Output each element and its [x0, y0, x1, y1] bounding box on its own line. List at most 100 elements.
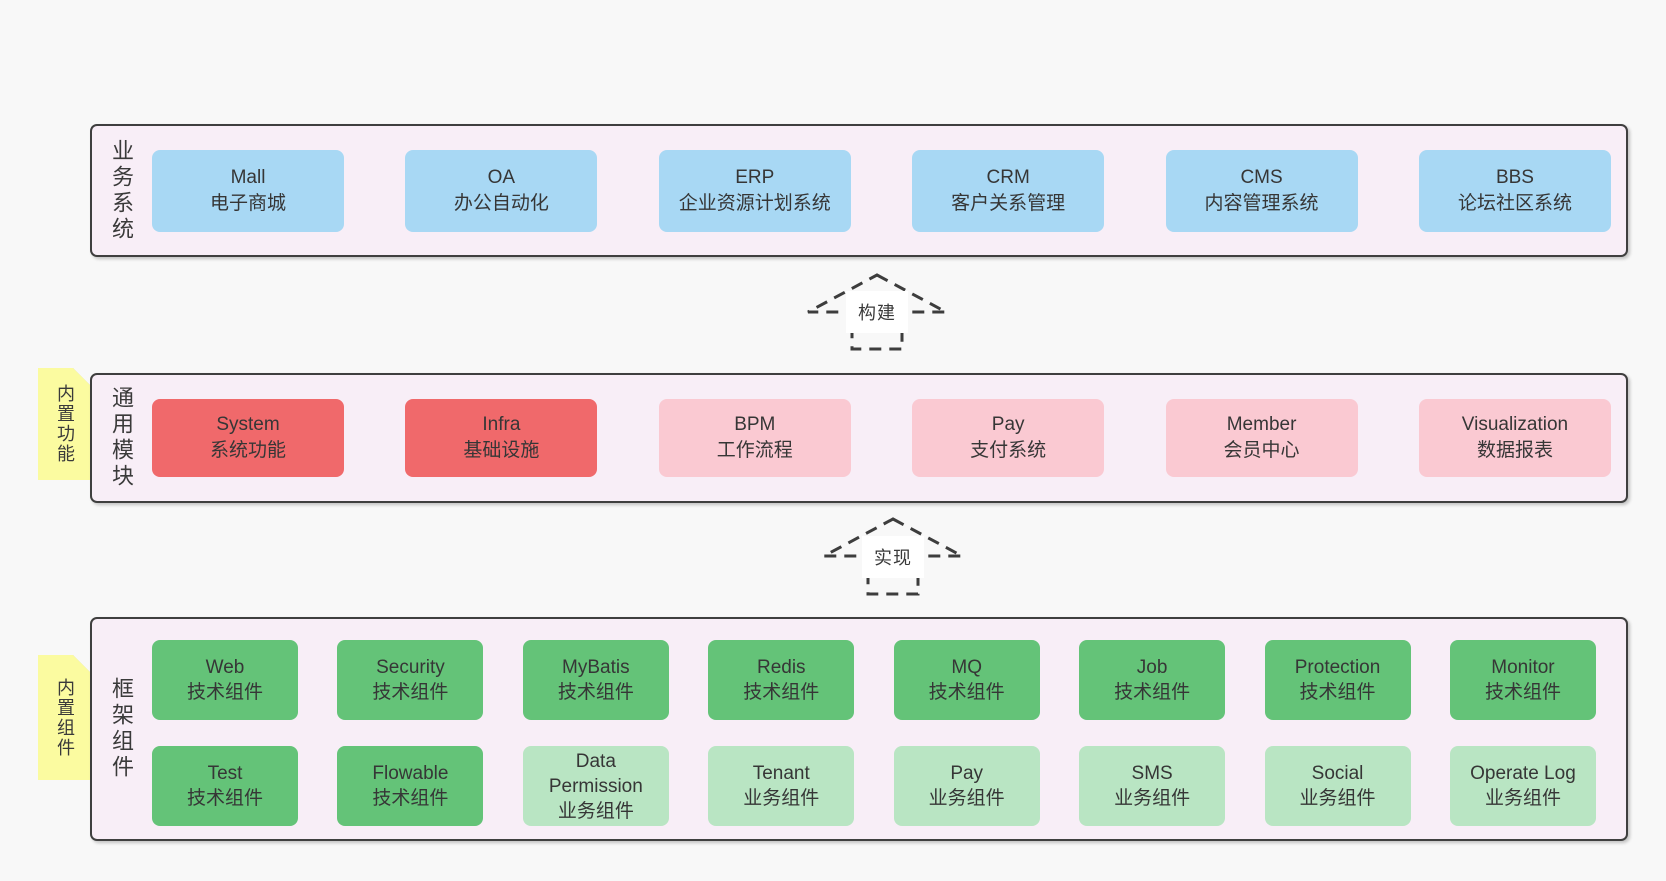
- box-subtitle: 技术组件: [557, 682, 634, 703]
- box-subtitle: 业务组件: [1484, 788, 1561, 809]
- box-erp: ERP 企业资源计划系统: [658, 149, 851, 232]
- box-title: MyBatis: [562, 657, 630, 678]
- box-infra: Infra 基础设施: [405, 399, 598, 477]
- box-subtitle: 支付系统: [970, 440, 1047, 461]
- box-title: SMS: [1131, 763, 1173, 784]
- box-subtitle: 论坛社区系统: [1457, 192, 1572, 214]
- box-subtitle: 技术组件: [1484, 682, 1561, 703]
- box-subtitle: 企业资源计划系统: [678, 192, 831, 214]
- box-member: Member 会员中心: [1165, 399, 1358, 477]
- box-pay: Pay 支付系统: [912, 399, 1105, 477]
- box-test: Test 技术组件: [152, 746, 298, 826]
- box-subtitle: 办公自动化: [453, 192, 549, 214]
- dashed-up-arrow-icon: [807, 273, 947, 351]
- arrow-label-implement: 实现: [862, 536, 924, 578]
- box-subtitle: 内容管理系统: [1204, 192, 1319, 214]
- box-title: Protection: [1294, 657, 1381, 678]
- box-title: Job: [1136, 657, 1168, 678]
- box-title: Flowable: [372, 763, 449, 784]
- box-mybatis: MyBatis 技术组件: [522, 640, 669, 720]
- box-title: MQ: [951, 657, 982, 678]
- components-row-2: Test 技术组件 Flowable 技术组件 Data Permission …: [152, 746, 1596, 826]
- box-subtitle: 客户关系管理: [951, 192, 1066, 214]
- box-title: CRM: [986, 166, 1030, 188]
- sticky-note-label: 内置组件: [55, 677, 75, 758]
- box-title: Infra: [482, 414, 521, 435]
- layer-label-business-systems: 业务系统: [109, 138, 134, 243]
- dashed-up-arrow-icon: [823, 517, 963, 596]
- box-subtitle: 业务组件: [928, 788, 1005, 809]
- layer-framework-components: 框架组件 Web 技术组件 Security 技术组件 MyBatis 技术组件…: [90, 617, 1628, 841]
- box-title: Pay: [950, 763, 984, 784]
- box-title: Mall: [230, 166, 266, 188]
- sticky-note-label: 内置功能: [55, 384, 75, 464]
- box-title: BPM: [734, 414, 776, 435]
- box-web: Web 技术组件: [152, 640, 298, 720]
- box-title: Operate Log: [1470, 763, 1576, 784]
- layer-common-modules: 通用模块 System 系统功能 Infra 基础设施 BPM 工作流程 Pay…: [90, 373, 1628, 503]
- box-title: CMS: [1240, 166, 1283, 188]
- box-subtitle: 业务组件: [1114, 788, 1191, 809]
- box-flowable: Flowable 技术组件: [337, 746, 484, 826]
- box-subtitle: 技术组件: [186, 788, 263, 809]
- box-monitor: Monitor 技术组件: [1449, 640, 1596, 720]
- box-title: Test: [207, 763, 243, 784]
- box-operate-log: Operate Log 业务组件: [1449, 746, 1596, 826]
- box-tenant: Tenant 业务组件: [708, 746, 855, 826]
- box-system: System 系统功能: [152, 399, 344, 477]
- box-title: Pay: [991, 414, 1025, 435]
- box-title: OA: [487, 166, 516, 188]
- box-security: Security 技术组件: [337, 640, 484, 720]
- layer-business-systems: 业务系统 Mall 电子商城 OA 办公自动化 ERP 企业资源计划系统 CRM…: [90, 124, 1628, 257]
- components-row-1: Web 技术组件 Security 技术组件 MyBatis 技术组件 Redi…: [152, 640, 1596, 720]
- box-social: Social 业务组件: [1264, 746, 1411, 826]
- box-title: ERP: [735, 166, 775, 188]
- box-title: Social: [1311, 763, 1364, 784]
- layer-label-framework-components: 框架组件: [109, 677, 134, 781]
- box-subtitle: 技术组件: [1299, 682, 1376, 703]
- box-bbs: BBS 论坛社区系统: [1418, 149, 1611, 232]
- box-bpm: BPM 工作流程: [658, 399, 851, 477]
- common-modules-row: System 系统功能 Infra 基础设施 BPM 工作流程 Pay 支付系统…: [152, 375, 1611, 501]
- box-subtitle: 技术组件: [928, 682, 1005, 703]
- box-title: Security: [376, 657, 445, 678]
- box-subtitle: 技术组件: [743, 682, 820, 703]
- box-cms: CMS 内容管理系统: [1165, 149, 1358, 232]
- box-title: BBS: [1495, 166, 1534, 188]
- box-data-permission: Data Permission 业务组件: [522, 746, 669, 826]
- box-title: Web: [205, 657, 245, 678]
- arrow-label-build: 构建: [846, 291, 908, 333]
- box-protection: Protection 技术组件: [1264, 640, 1411, 720]
- box-subtitle: 业务组件: [743, 788, 820, 809]
- sticky-note-builtin-features: 内置功能: [38, 368, 92, 480]
- box-title: Data Permission: [548, 750, 643, 797]
- sticky-note-builtin-components: 内置组件: [38, 655, 92, 780]
- box-subtitle: 技术组件: [372, 788, 449, 809]
- box-crm: CRM 客户关系管理: [912, 149, 1105, 232]
- box-title: Redis: [756, 657, 806, 678]
- box-oa: OA 办公自动化: [405, 149, 598, 232]
- box-subtitle: 技术组件: [1114, 682, 1191, 703]
- box-mall: Mall 电子商城: [152, 149, 344, 232]
- layer-label-common-modules: 通用模块: [109, 386, 134, 490]
- box-job: Job 技术组件: [1079, 640, 1226, 720]
- box-subtitle: 数据报表: [1476, 440, 1553, 461]
- box-title: Visualization: [1461, 414, 1569, 435]
- box-title: Monitor: [1491, 657, 1555, 678]
- box-subtitle: 业务组件: [1299, 788, 1376, 809]
- box-subtitle: 技术组件: [186, 682, 263, 703]
- box-redis: Redis 技术组件: [708, 640, 855, 720]
- box-title: System: [216, 414, 280, 435]
- box-subtitle: 电子商城: [209, 192, 286, 214]
- box-subtitle: 工作流程: [716, 440, 793, 461]
- box-subtitle: 系统功能: [209, 440, 286, 461]
- box-visualization: Visualization 数据报表: [1418, 399, 1611, 477]
- box-subtitle: 基础设施: [463, 440, 540, 461]
- box-sms: SMS 业务组件: [1079, 746, 1226, 826]
- box-pay-component: Pay 业务组件: [893, 746, 1040, 826]
- business-systems-row: Mall 电子商城 OA 办公自动化 ERP 企业资源计划系统 CRM 客户关系…: [152, 126, 1611, 255]
- box-title: Tenant: [752, 763, 810, 784]
- box-mq: MQ 技术组件: [893, 640, 1040, 720]
- box-title: Member: [1226, 414, 1297, 435]
